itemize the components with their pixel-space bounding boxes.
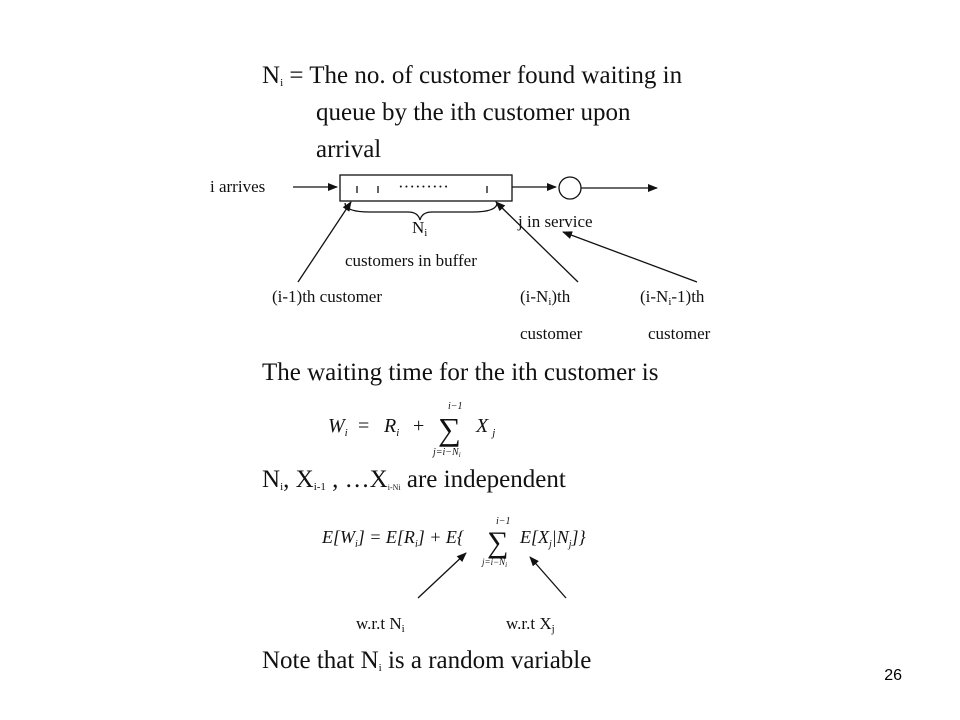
expectation-rhs: E[Xj|Nj]}	[519, 527, 587, 550]
expectation-sum-sigma: ∑	[487, 526, 508, 559]
queue-buffer	[339, 174, 513, 202]
note-statement: Note that Ni is a random variable	[262, 647, 591, 674]
sum-sigma: ∑	[438, 411, 461, 447]
plus-sign: +	[413, 415, 424, 437]
sum-upper: i−1	[448, 401, 463, 412]
wrt-x-arrow	[529, 556, 567, 599]
buffer-n-label: Ni	[412, 218, 427, 239]
label-service-customer-2: customer	[648, 324, 711, 343]
label-first-customer-2: customer	[520, 324, 583, 343]
expectation-sum-lower: j=i−Ni	[481, 557, 507, 569]
buffer-brace	[344, 202, 498, 221]
server-icon	[558, 176, 582, 200]
queue-dots: ·········	[398, 177, 449, 196]
definition-line-3: arrival	[316, 136, 381, 163]
service-customer-arrow	[562, 231, 698, 283]
prev-customer-arrow	[297, 201, 352, 283]
expectation-sum-upper: i−1	[496, 516, 511, 527]
expectation-lhs: E[Wi] = E[Ri] + E{	[321, 527, 465, 550]
wrt-n-label: w.r.t Ni	[356, 614, 405, 635]
waiting-time-heading: The waiting time for the ith customer is	[262, 359, 658, 386]
label-first-customer: (i-Ni)th	[520, 287, 571, 308]
service-label: j in service	[517, 212, 593, 231]
label-service-customer: (i-Ni-1)th	[640, 287, 705, 308]
definition-line-1: Ni = The no. of customer found waiting i…	[262, 62, 683, 89]
wrt-x-label: w.r.t Xj	[506, 614, 555, 635]
definition-block: Ni = The no. of customer found waiting i…	[262, 62, 683, 163]
definition-line-2: queue by the ith customer upon	[316, 99, 631, 126]
buffer-caption: customers in buffer	[345, 251, 477, 270]
arrival-label: i arrives	[210, 177, 265, 196]
independence-statement: Ni, Xi-1 , …Xi-Ni are independent	[262, 466, 566, 493]
wrt-n-arrow	[417, 552, 467, 599]
label-prev-customer: (i-1)th customer	[272, 287, 382, 306]
equals-sign: =	[358, 415, 369, 437]
definition-text: = The no. of customer found waiting in	[283, 62, 682, 89]
sum-lower: j=i−Ni	[431, 447, 461, 459]
page-number: 26	[884, 667, 902, 684]
expectation-equation: E[Wi] = E[Ri] + E{ i−1 ∑ j=i−Ni E[Xj|Nj]…	[321, 516, 587, 569]
queue-diagram: i arrives ········· Ni j in service cust…	[210, 174, 711, 343]
r-symbol: Ri	[383, 415, 399, 439]
n-subscript: i	[280, 77, 283, 89]
w-symbol: Wi	[328, 415, 348, 439]
first-customer-arrow	[495, 201, 579, 283]
n-symbol: N	[262, 62, 280, 89]
